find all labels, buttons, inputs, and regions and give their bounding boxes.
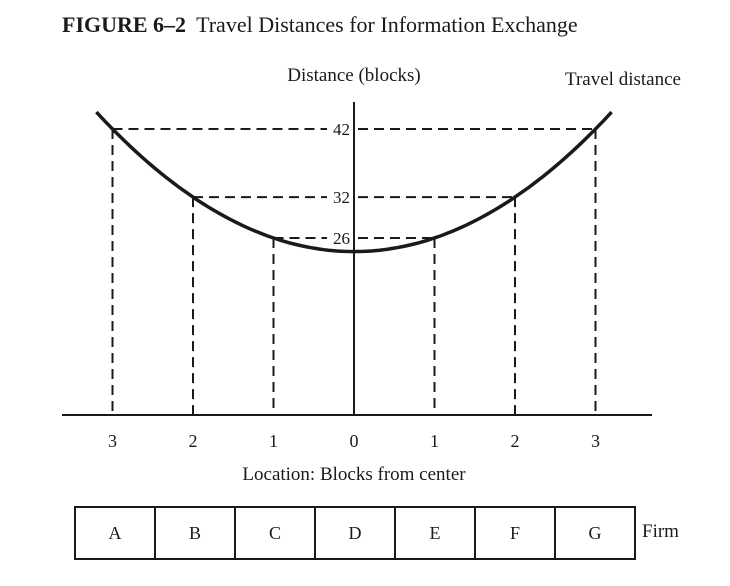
x-tick-label: 2: [511, 431, 520, 451]
travel-distance-curve: [95, 110, 613, 254]
y-axis-label: Distance (blocks): [287, 65, 420, 86]
firm-cell-e: E: [394, 506, 476, 560]
firm-cell-g: G: [554, 506, 636, 560]
series-label: Travel distance: [565, 69, 681, 90]
figure-caption: Travel Distances for Information Exchang…: [196, 12, 578, 37]
level-label-bg: [327, 227, 351, 248]
x-tick-labels: 3 2 1 0 1 2 3: [108, 431, 600, 451]
firm-cell-f: F: [474, 506, 556, 560]
level-label-bg: [327, 119, 351, 139]
level-label-32: 32: [333, 188, 350, 207]
x-tick-label: 3: [108, 431, 117, 451]
firm-label: Firm: [642, 521, 679, 542]
figure-number: FIGURE 6–2: [62, 12, 187, 37]
x-tick-label: 1: [430, 431, 439, 451]
level-label-42: 42: [333, 120, 350, 139]
firm-cell-c: C: [234, 506, 316, 560]
figure-title: FIGURE 6–2 Travel Distances for Informati…: [62, 12, 578, 38]
reference-lines: 42 32 26: [111, 119, 597, 415]
level-label-bg: [327, 187, 351, 208]
x-tick-label: 2: [189, 431, 198, 451]
firm-cell-b: B: [154, 506, 236, 560]
x-tick-label: 3: [591, 431, 600, 451]
level-label-26: 26: [333, 229, 350, 248]
x-tick-label: 1: [269, 431, 278, 451]
x-tick-label: 0: [350, 431, 359, 451]
x-axis-label: Location: Blocks from center: [242, 464, 466, 485]
firm-cell-a: A: [74, 506, 156, 560]
firm-cell-d: D: [314, 506, 396, 560]
